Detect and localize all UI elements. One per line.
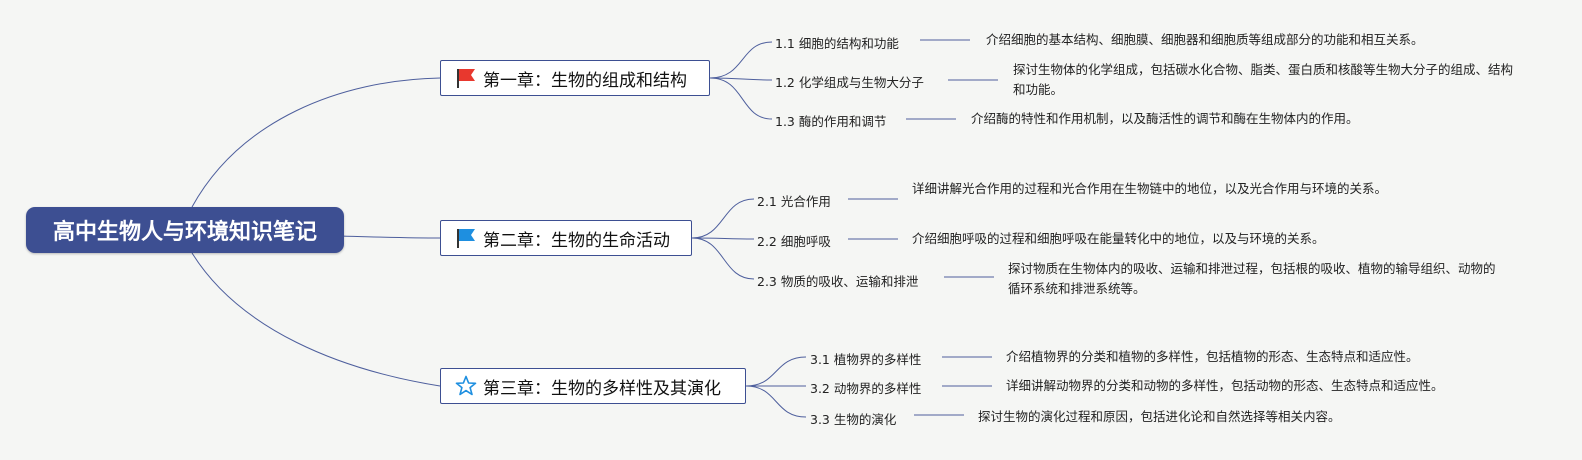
topic-1-3-desc: 介绍酶的特性和作用机制，以及酶活性的调节和酶在生物体内的作用。 xyxy=(971,111,1359,126)
chapter-3-label: 第三章：生物的多样性及其演化 xyxy=(483,378,721,399)
topic-3-3[interactable]: 3.3 生物的演化 xyxy=(810,412,897,427)
topic-1-1-desc: 介绍细胞的基本结构、细胞膜、细胞器和细胞质等组成部分的功能和相互关系。 xyxy=(986,32,1424,47)
chapter-1-node[interactable]: 第一章：生物的组成和结构 xyxy=(440,60,710,96)
topic-2-2[interactable]: 2.2 细胞呼吸 xyxy=(757,234,831,249)
root-title: 高中生物人与环境知识笔记 xyxy=(52,220,317,245)
chapter-1-label: 第一章：生物的组成和结构 xyxy=(483,70,687,91)
topic-2-2-desc: 介绍细胞呼吸的过程和细胞呼吸在能量转化中的地位，以及与环境的关系。 xyxy=(912,231,1325,246)
chapter-2-label: 第二章：生物的生命活动 xyxy=(483,230,670,251)
topic-1-2-desc: 探讨生物体的化学组成，包括碳水化合物、脂类、蛋白质和核酸等生物大分子的组成、结构… xyxy=(1013,62,1514,97)
topic-2-1[interactable]: 2.1 光合作用 xyxy=(757,194,831,209)
topic-3-1[interactable]: 3.1 植物界的多样性 xyxy=(810,352,922,367)
topic-3-1-desc: 介绍植物界的分类和植物的多样性，包括植物的形态、生态特点和适应性。 xyxy=(1006,349,1419,364)
topic-1-3[interactable]: 1.3 酶的作用和调节 xyxy=(775,114,887,129)
topic-2-1-desc: 详细讲解光合作用的过程和光合作用在生物链中的地位，以及光合作用与环境的关系。 xyxy=(912,181,1388,196)
topic-2-3-desc: 探讨物质在生物体内的吸收、运输和排泄过程，包括根的吸收、植物的输导组织、动物的循… xyxy=(1008,261,1496,296)
chapter-3-node[interactable]: 第三章：生物的多样性及其演化 xyxy=(440,368,746,404)
topic-1-1[interactable]: 1.1 细胞的结构和功能 xyxy=(775,36,899,51)
red-flag-icon xyxy=(455,67,477,89)
topic-1-2[interactable]: 1.2 化学组成与生物大分子 xyxy=(775,75,924,90)
chapter-2-node[interactable]: 第二章：生物的生命活动 xyxy=(440,220,692,256)
blue-flag-icon xyxy=(455,227,477,249)
root-topic[interactable]: 高中生物人与环境知识笔记 xyxy=(26,207,344,253)
topic-2-3[interactable]: 2.3 物质的吸收、运输和排泄 xyxy=(757,274,919,289)
topic-3-2[interactable]: 3.2 动物界的多样性 xyxy=(810,381,922,396)
topic-3-3-desc: 探讨生物的演化过程和原因，包括进化论和自然选择等相关内容。 xyxy=(978,409,1341,424)
star-icon xyxy=(455,375,477,397)
topic-3-2-desc: 详细讲解动物界的分类和动物的多样性，包括动物的形态、生态特点和适应性。 xyxy=(1006,378,1444,393)
